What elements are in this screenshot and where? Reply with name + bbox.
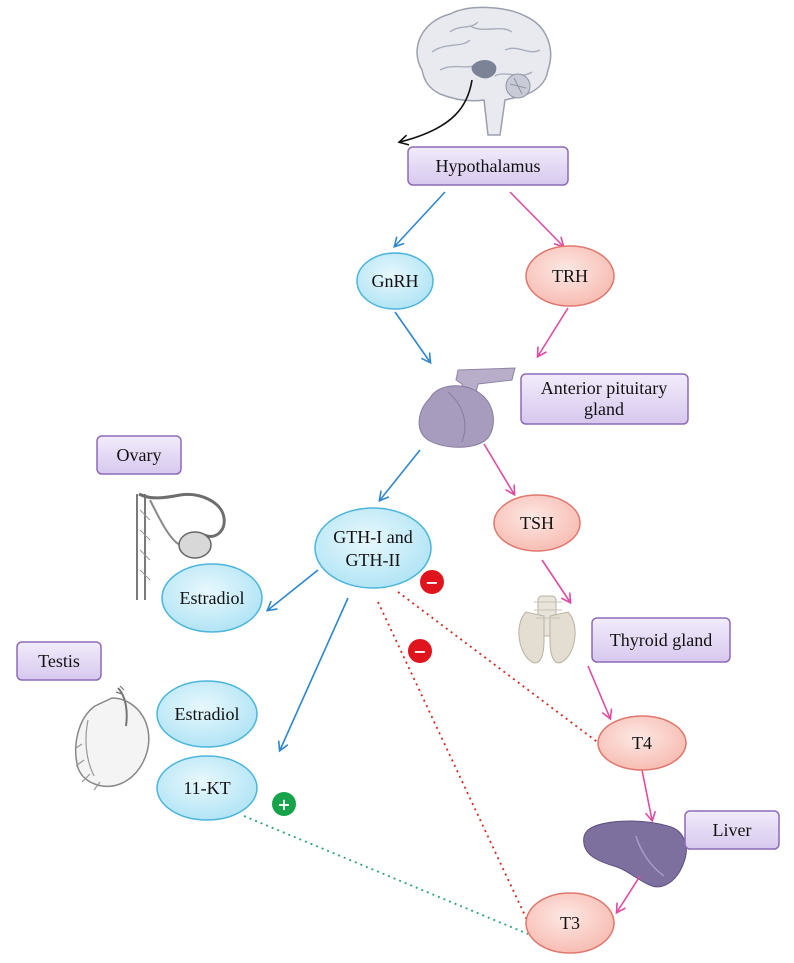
anterior-pituitary-label-line1: Anterior pituitary: [541, 378, 667, 398]
pituitary-to-tsh-arrow: [483, 443, 516, 497]
gth-label-line2: GTH-II: [346, 550, 401, 570]
tsh-node: TSH: [493, 494, 581, 552]
gth-label-line1: GTH-I and: [333, 527, 412, 547]
eleven-kt-label: 11-KT: [183, 778, 230, 798]
t4-feedback-dotted-line: [397, 591, 601, 745]
tsh-label: TSH: [520, 513, 554, 533]
estradiol-ovary-label: Estradiol: [180, 588, 245, 608]
hypothalamus-box: Hypothalamus: [407, 146, 569, 186]
trh-node: TRH: [525, 245, 615, 307]
t4-node: T4: [597, 715, 687, 771]
trh-label: TRH: [552, 266, 588, 286]
minus-sign-2: −: [413, 642, 426, 661]
ovary-icon: [136, 492, 226, 600]
tsh-to-thyroid-arrow: [541, 559, 572, 605]
gth-to-estradiol-arrow: [265, 569, 319, 612]
t3-node: T3: [525, 892, 615, 954]
thyroid-gland-icon: [518, 595, 576, 664]
plus-sign: +: [277, 795, 290, 814]
thyroid-to-t4-arrow: [587, 665, 613, 721]
positive-feedback-badge: +: [272, 792, 296, 816]
t4-to-liver-arrow: [641, 769, 657, 823]
anterior-pituitary-box: Anterior pituitary gland: [520, 373, 689, 425]
t3-feedback-dotted-line: [377, 601, 529, 923]
ovary-box: Ovary: [96, 435, 182, 475]
ovary-label: Ovary: [117, 445, 162, 465]
liver-icon: [583, 820, 687, 888]
hypothalamus-label: Hypothalamus: [436, 156, 541, 176]
t3-to-11kt-dotted-line: [243, 815, 529, 935]
testis-icon: [75, 685, 150, 791]
negative-feedback-badge-t3: −: [408, 639, 432, 663]
estradiol-testis-label: Estradiol: [175, 704, 240, 724]
gth-node: GTH-I and GTH-II: [314, 507, 432, 589]
liver-label: Liver: [713, 820, 752, 840]
liver-to-t3-arrow: [615, 875, 641, 915]
trh-to-pituitary-arrow: [536, 307, 569, 359]
gnrh-node: GnRH: [356, 252, 434, 310]
minus-sign-1: −: [425, 573, 438, 592]
t3-label: T3: [560, 913, 580, 933]
negative-feedback-badge-t4: −: [420, 570, 444, 594]
brain-icon: [416, 6, 552, 136]
gnrh-to-pituitary-arrow: [394, 311, 432, 365]
testis-label: Testis: [38, 651, 80, 671]
hypothalamus-to-gnrh-arrow: [393, 191, 446, 248]
pituitary-to-gth-arrow: [378, 449, 421, 503]
thyroid-gland-label: Thyroid gland: [610, 630, 712, 650]
brain-to-hypothalamus-arrow: [397, 79, 473, 146]
liver-box: Liver: [684, 810, 780, 850]
eleven-kt-node: 11-KT: [156, 755, 258, 821]
testis-box: Testis: [16, 641, 102, 681]
t4-label: T4: [632, 733, 652, 753]
pituitary-gland-icon: [418, 367, 516, 448]
estradiol-testis-node: Estradiol: [156, 680, 258, 748]
gth-to-11kt-arrow: [277, 597, 349, 753]
thyroid-gland-box: Thyroid gland: [591, 617, 731, 663]
estradiol-ovary-node: Estradiol: [161, 563, 263, 633]
anterior-pituitary-label-line2: gland: [584, 399, 624, 419]
gnrh-label: GnRH: [371, 271, 418, 291]
hypothalamus-to-trh-arrow: [509, 191, 565, 248]
